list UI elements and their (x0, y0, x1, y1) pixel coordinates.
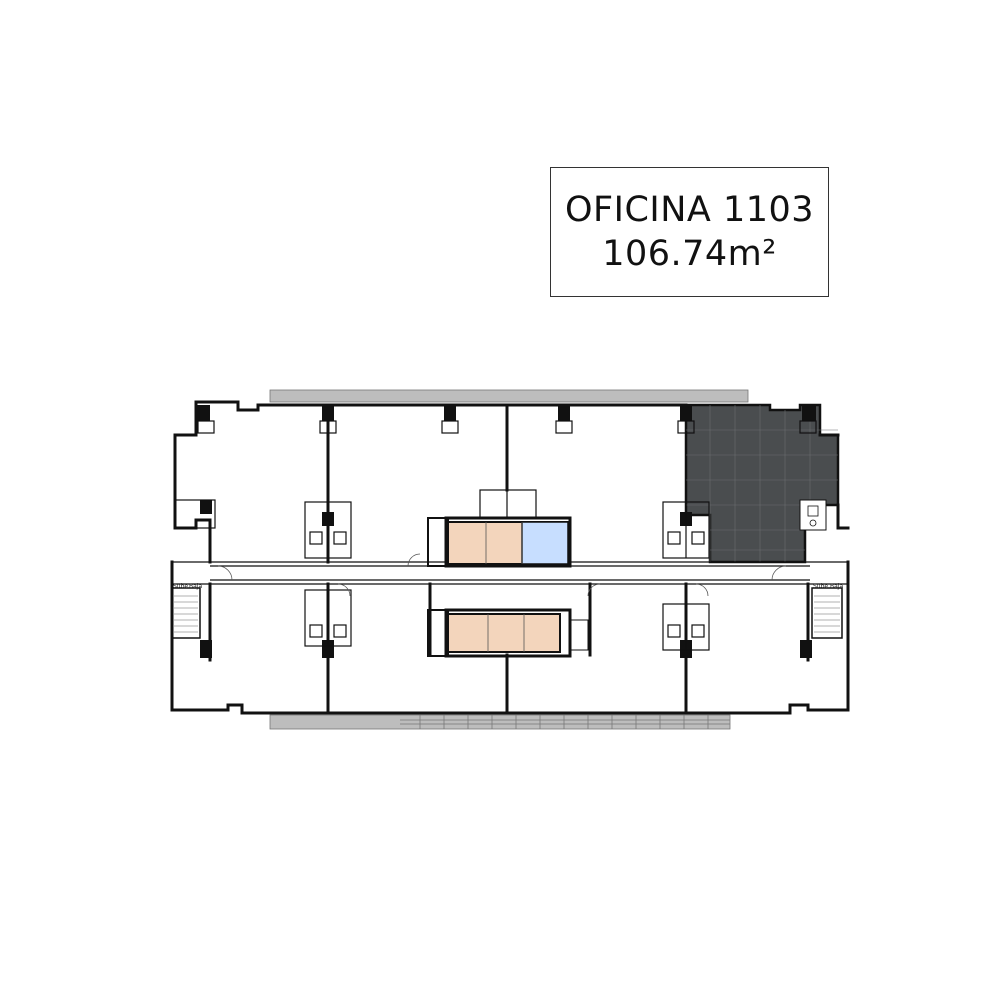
bottom-balcony (269, 714, 731, 730)
elevator-core-bottom (427, 608, 589, 658)
stair-right-down-label: Baja (830, 583, 843, 590)
top-balcony (269, 389, 749, 403)
unit-title: OFICINA 1103 (564, 190, 815, 230)
restroom-blocks (174, 489, 710, 651)
unit-area: 106.74m² (602, 234, 777, 274)
columns (196, 405, 816, 658)
elevator-core-top (427, 516, 572, 568)
stair-right-up-label: Sube (813, 583, 828, 590)
highlighted-office-unit (684, 403, 840, 564)
door-swings (217, 553, 787, 597)
bottom-balcony-railing (400, 715, 730, 729)
stair-left-down-label: Baja (189, 583, 202, 590)
unit-label-box: OFICINA 1103 106.74m² (550, 167, 829, 297)
stair-left: Sube Baja (171, 583, 202, 639)
fixtures-top (197, 420, 817, 434)
stair-right: Sube Baja (811, 583, 843, 639)
stair-left-up-label: Sube (173, 583, 188, 590)
